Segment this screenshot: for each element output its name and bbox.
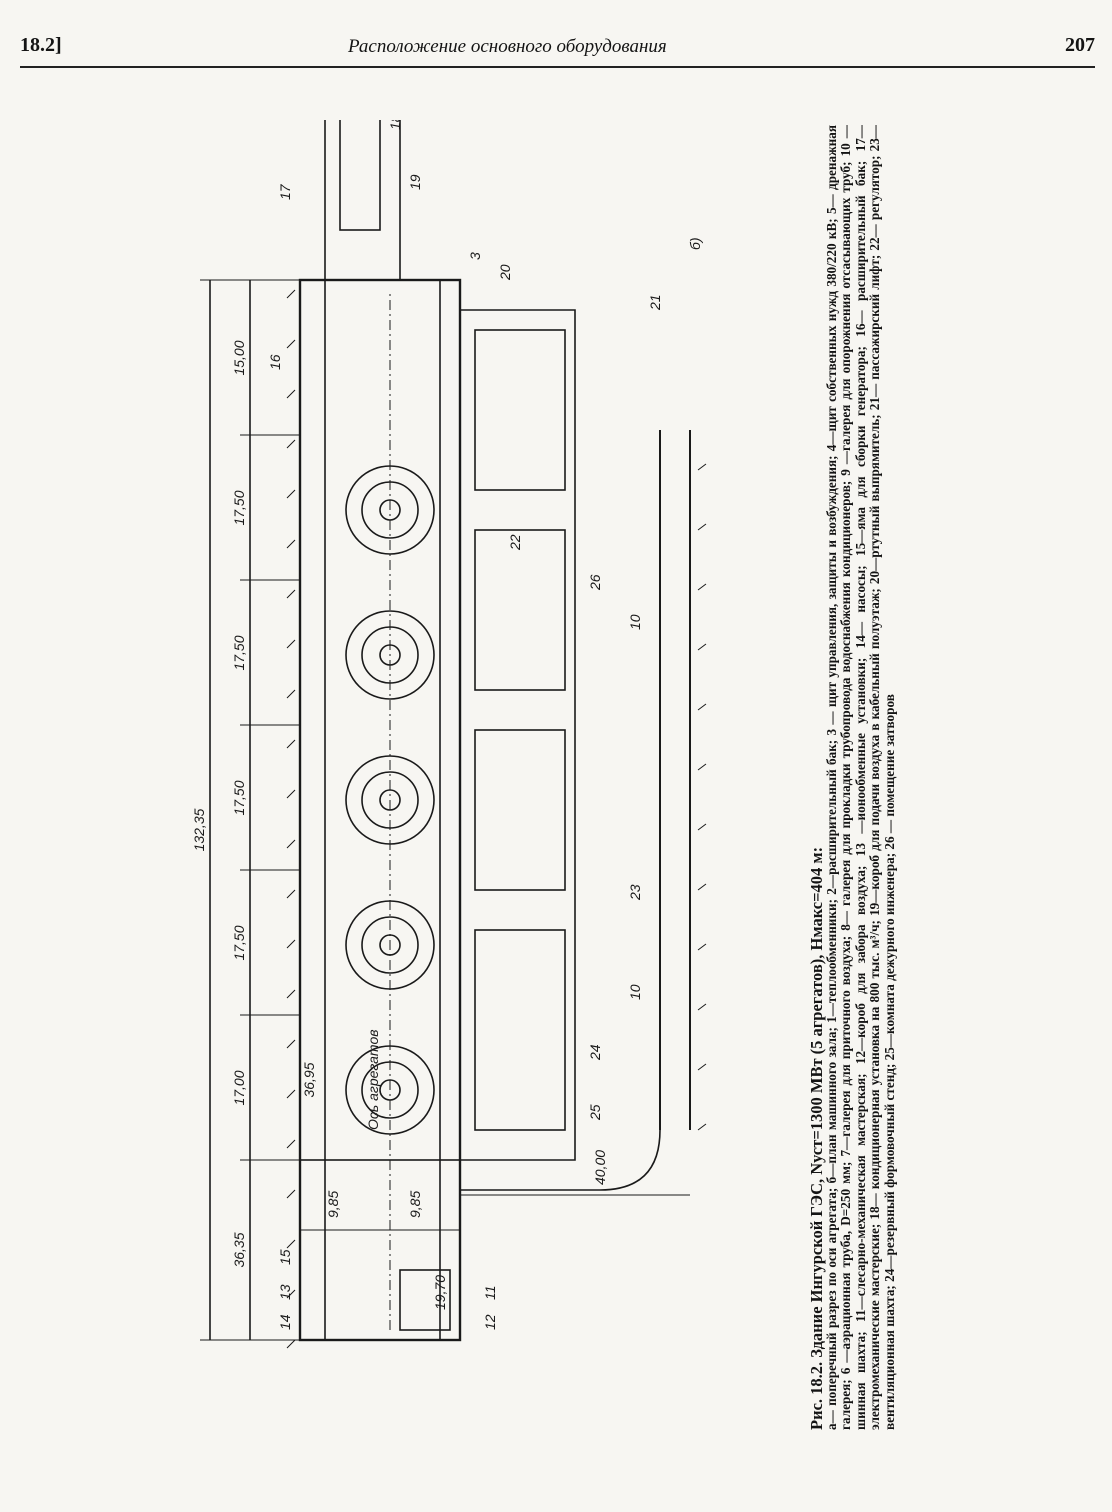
gallery-bend [460,1129,661,1191]
rotated-figure-area: 132,35 17,00 17,50 17,50 17,50 17,50 15,… [55,100,925,1490]
caption-text: а— поперечный разрез по оси агрегата; б—… [823,125,897,1430]
callout-21: 21 [647,294,663,311]
callout-24: 24 [587,1044,603,1061]
hvac-block [324,120,401,281]
callout-10b: 10 [627,614,643,630]
callout-10a: 10 [627,984,643,1000]
width-dim-1: 9,85 [325,1191,341,1218]
page-header: 18.2] Расположение основного оборудовани… [20,14,1095,68]
caption-title: Рис. 18.2. Здание Ингурской ГЭС, Nуст=13… [807,846,826,1430]
callout-13: 13 [277,1284,293,1300]
dim-top-2: 17,50 [231,925,247,960]
callout-23: 23 [627,884,643,901]
dim-top-5: 17,50 [231,490,247,525]
callout-18: 18 [387,120,403,130]
wing-room-3 [474,529,566,691]
callout-12: 12 [482,1314,498,1330]
dim-top-4: 17,50 [231,635,247,670]
callout-14: 14 [277,1314,293,1330]
powerhouse-plan-drawing: 132,35 17,00 17,50 17,50 17,50 17,50 15,… [191,120,707,1349]
hvac-unit [339,120,381,231]
wing-room-2 [474,729,566,891]
callout-17: 17 [277,183,293,200]
figure-caption: Рис. 18.2. Здание Ингурской ГЭС, Nуст=13… [807,125,897,1430]
gate-gallery [659,430,691,1130]
callout-16: 16 [267,354,283,370]
callout-22: 22 [507,534,523,551]
dim-bottom-2: 36,95 [301,1062,317,1097]
assembly-bay [299,1159,461,1341]
dim-top-3: 17,50 [231,780,247,815]
width-dim-3: 19,70 [432,1275,448,1310]
callout-11: 11 [482,1285,498,1300]
rock-hatching [286,289,296,1349]
dim-bottom-1: 36,35 [231,1232,247,1267]
unit-axis-label: Ось агрегатов [365,1029,381,1130]
callout-3: 3 [467,252,483,260]
callout-20: 20 [497,264,513,281]
running-title: Расположение основного оборудования [348,36,667,57]
dim-top-6: 15,00 [231,340,247,375]
workshop-room [399,1269,451,1331]
view-label: б) [687,237,703,250]
dim-top-1: 17,00 [231,1070,247,1105]
callout-26: 26 [587,574,603,591]
wing-room-4 [474,329,566,491]
callout-25: 25 [587,1104,603,1121]
callout-15: 15 [277,1249,293,1265]
downstream-wing [460,309,576,1161]
section-number: 18.2] [20,34,62,56]
header-rule [20,66,1095,68]
width-dim-2: 9,85 [407,1191,423,1218]
machine-hall-outline [298,278,462,1342]
page-number: 207 [1065,34,1095,56]
overall-length-dim: 132,35 [191,808,207,851]
wing-room-1 [474,929,566,1131]
callout-19: 19 [407,174,423,190]
width-dim-4: 40,00 [592,1150,608,1185]
